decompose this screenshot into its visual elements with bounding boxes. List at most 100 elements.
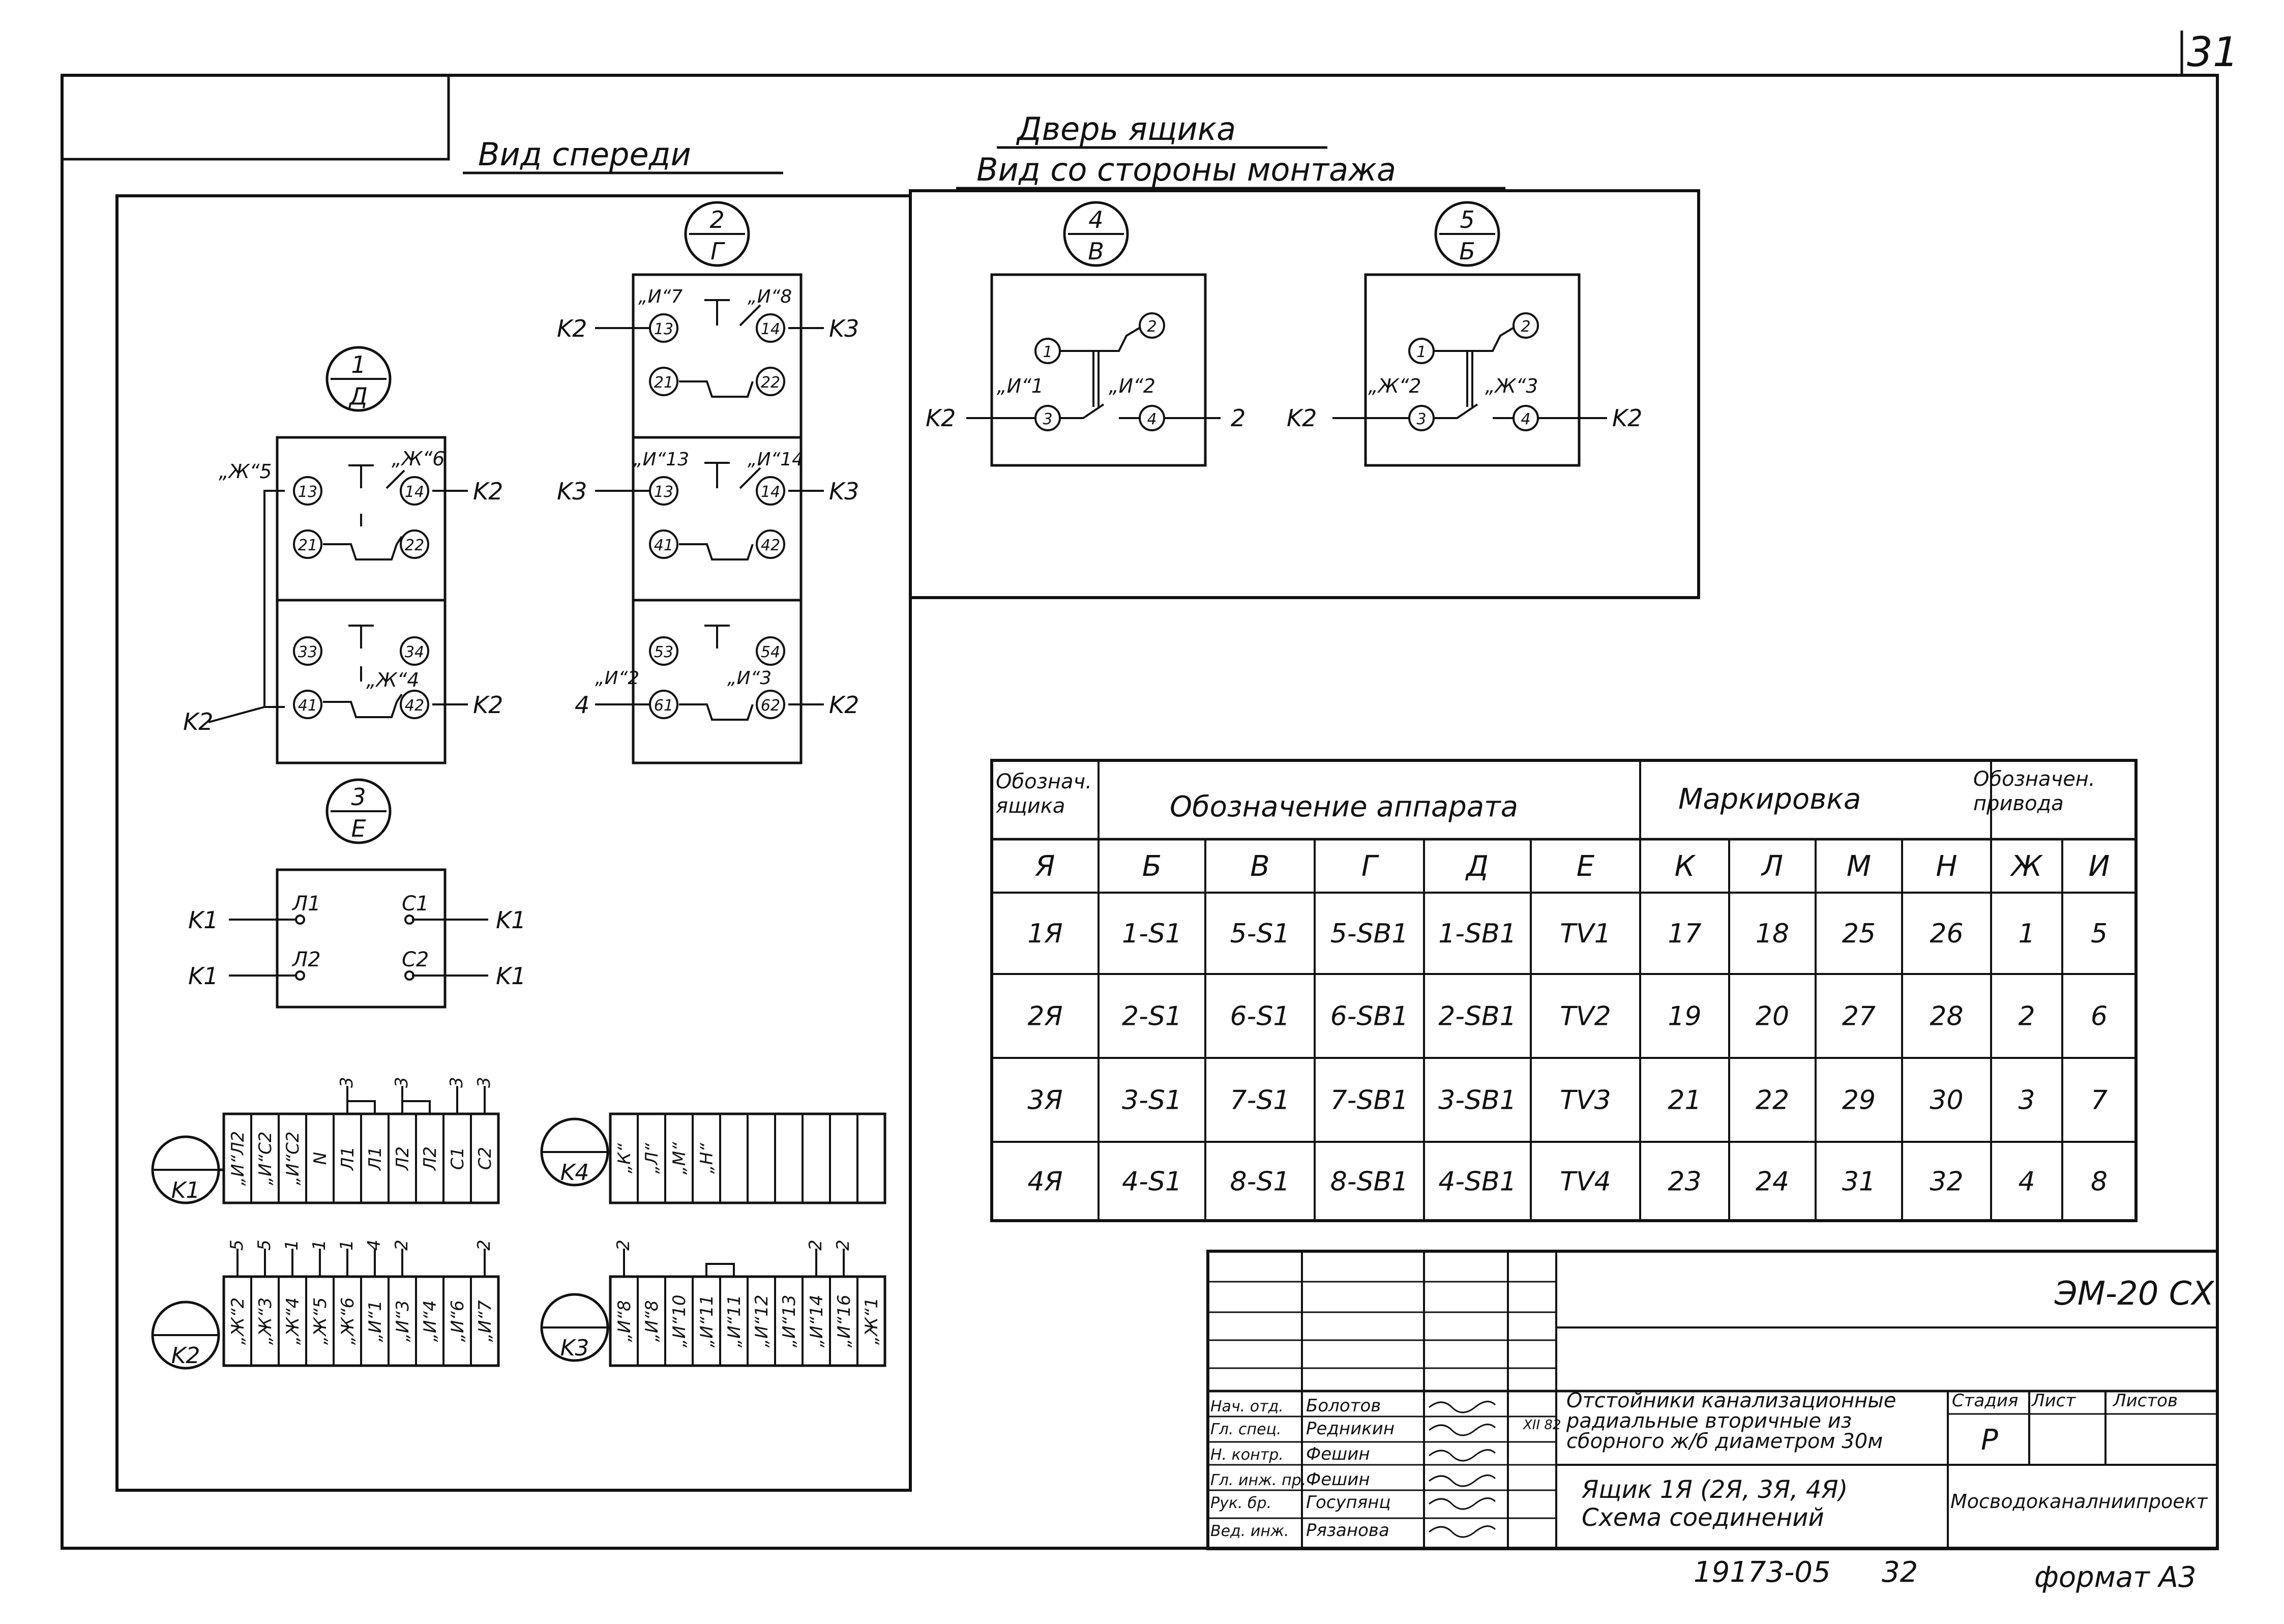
table-cell: 29 bbox=[1842, 1085, 1876, 1116]
table-cell: 6-S1 bbox=[1230, 1001, 1290, 1032]
switch-1-tag-1: „Ж“5 bbox=[219, 460, 272, 483]
strip-cell-label: „И“16 bbox=[834, 1295, 854, 1348]
strip-wire-mark: 3 bbox=[392, 1077, 412, 1088]
svg-text:Г: Г bbox=[710, 238, 725, 265]
svg-text:53: 53 bbox=[654, 643, 673, 661]
svg-text:K2: K2 bbox=[171, 1343, 200, 1369]
strip-wire-mark: 5 bbox=[254, 1239, 275, 1251]
strip-cell-label: „И“3 bbox=[393, 1300, 413, 1342]
signature bbox=[1429, 1424, 1496, 1436]
table-column-header: И bbox=[2089, 850, 2110, 883]
table-cell: 6-SB1 bbox=[1330, 1001, 1409, 1032]
transformer: K1 K1 K1 K1 Л1 Л2 С1 С2 bbox=[188, 868, 526, 1009]
table-cell: 22 bbox=[1756, 1085, 1789, 1116]
strip-cell-label: „Ж“6 bbox=[338, 1297, 358, 1345]
table-cell: 1Я bbox=[1027, 919, 1062, 949]
transformer-wire-left-2: K1 bbox=[188, 962, 218, 990]
title-stage-label: Стадия bbox=[1952, 1391, 2018, 1411]
title-stage-value: Р bbox=[1981, 1424, 1998, 1457]
table-column-header: Б bbox=[1142, 850, 1162, 883]
title-date-mark: XII 82 bbox=[1522, 1418, 1561, 1433]
svg-text:4: 4 bbox=[1088, 206, 1103, 233]
strip-cell-label: „И“12 bbox=[752, 1295, 772, 1348]
table-header-drive: Обозначен. привода bbox=[1973, 767, 2101, 815]
table-cell: 30 bbox=[1930, 1085, 1963, 1116]
footer-format: формат А3 bbox=[2034, 1561, 2197, 1594]
switch-2-tag-6: „И“3 bbox=[727, 668, 772, 689]
strip-cell-label: „И“8 bbox=[642, 1300, 662, 1342]
title-description-2: радиальные вторичные из bbox=[1566, 1409, 1852, 1433]
svg-text:K3: K3 bbox=[560, 1335, 589, 1361]
switch-2-tag-2: „И“8 bbox=[748, 286, 792, 307]
signature bbox=[1429, 1497, 1496, 1510]
circle-label-4: 4 В bbox=[1063, 201, 1129, 267]
footer-number: 19173-05 bbox=[1694, 1556, 1831, 1589]
table-cell: 4-S1 bbox=[1122, 1167, 1182, 1197]
svg-text:4: 4 bbox=[1521, 410, 1530, 428]
table-cell: 8-SB1 bbox=[1330, 1167, 1409, 1197]
table-cell: 20 bbox=[1756, 1001, 1789, 1032]
table-header-marking: Маркировка bbox=[1678, 783, 1861, 816]
circle-label-3: 3 Е bbox=[325, 778, 392, 844]
door-5-wire-right: K2 bbox=[1612, 404, 1642, 432]
strip-k4: K4 „К“„Л“„М“„Н“ bbox=[540, 1112, 886, 1204]
title-role: Н. контр. bbox=[1210, 1446, 1284, 1464]
title-person-name: Болотов bbox=[1306, 1396, 1381, 1416]
strip-cell-label: „Ж“5 bbox=[310, 1297, 331, 1345]
title-role: Гл. инж. пр. bbox=[1210, 1471, 1306, 1489]
table-cell: 2 bbox=[2018, 1001, 2035, 1032]
svg-text:2: 2 bbox=[1521, 318, 1530, 336]
strip-cell-label: С1 bbox=[448, 1147, 468, 1170]
title-code: ЭМ-20 СХ bbox=[2054, 1275, 2214, 1313]
svg-text:5: 5 bbox=[1460, 206, 1474, 233]
strip-cell-label: „Ж“4 bbox=[283, 1297, 303, 1345]
switch-2: K2 K3 K3 K3 4 K2 „И“7 „И“8 „И“13 „И“14 „… bbox=[557, 273, 859, 764]
title-person-name: Госупянц bbox=[1306, 1492, 1391, 1513]
table-cell: 7 bbox=[2091, 1085, 2108, 1116]
svg-text:13: 13 bbox=[298, 483, 317, 501]
strip-cell-label: „И“14 bbox=[807, 1295, 827, 1348]
strip-wire-mark: 4 bbox=[364, 1239, 384, 1251]
svg-text:Л1: Л1 bbox=[291, 892, 321, 916]
strip-cell-label: „К“ bbox=[614, 1143, 635, 1173]
table-cell: TV4 bbox=[1560, 1167, 1611, 1197]
door-switch-5: 1 2 3 4 K2 K2 „Ж“2 „Ж“3 bbox=[1287, 273, 1642, 467]
strip-cell-label: Л2 bbox=[393, 1146, 413, 1171]
transformer-wire-left-1: K1 bbox=[188, 906, 218, 934]
strip-cell-label: „Ж“1 bbox=[862, 1297, 882, 1345]
door-5-wire-left: K2 bbox=[1287, 404, 1317, 432]
table-cell: 23 bbox=[1668, 1167, 1701, 1197]
table-cell: 3 bbox=[2018, 1085, 2035, 1116]
table-cell: 3Я bbox=[1027, 1085, 1062, 1116]
switch-1-tag-3: „Ж“4 bbox=[366, 669, 419, 691]
strip-wire-mark: 3 bbox=[447, 1077, 467, 1088]
table-cell: 7-SB1 bbox=[1330, 1085, 1409, 1116]
svg-text:13: 13 bbox=[654, 320, 673, 338]
door-frame bbox=[909, 189, 1700, 599]
switch-2-tag-1: „И“7 bbox=[638, 286, 683, 307]
title-role: Рук. бр. bbox=[1210, 1494, 1271, 1512]
strip-cell-label: „И“4 bbox=[420, 1300, 440, 1342]
strip-wire-mark: 2 bbox=[806, 1239, 826, 1251]
table-column-header: К bbox=[1675, 850, 1696, 883]
circle-label-2: 2 Г bbox=[684, 201, 750, 267]
transformer-wire-right-2: K1 bbox=[496, 962, 526, 990]
title-block: ЭМ-20 СХ XII 82 Отстойники канализационн… bbox=[1206, 1250, 2219, 1550]
switch-2-tag-5: „И“2 bbox=[595, 668, 639, 689]
door-4-wire-left: K2 bbox=[926, 404, 956, 432]
door-switch-4: 1 2 3 4 K2 2 „И“1 „И“2 bbox=[926, 273, 1245, 467]
footer-sheet: 32 bbox=[1882, 1556, 1918, 1589]
strip-wire-mark: 5 bbox=[227, 1239, 247, 1251]
door-4-tag-1: „И“1 bbox=[997, 375, 1044, 397]
front-view-heading: Вид спереди bbox=[478, 136, 691, 173]
strip-cell-label: „И“С2 bbox=[283, 1131, 303, 1185]
signature bbox=[1429, 1449, 1496, 1462]
signature bbox=[1429, 1525, 1496, 1538]
strip-cell-label: „И“8 bbox=[614, 1300, 635, 1342]
strip-cell-label: N bbox=[310, 1152, 331, 1165]
svg-text:С2: С2 bbox=[402, 948, 429, 971]
strip-k2: K2 „Ж“2„Ж“3„Ж“4„Ж“5„Ж“6„И“1„И“3„И“4„И“6„… bbox=[151, 1239, 500, 1370]
switch-2-tag-3: „И“13 bbox=[633, 449, 689, 470]
title-person-name: Редникин bbox=[1306, 1419, 1395, 1439]
